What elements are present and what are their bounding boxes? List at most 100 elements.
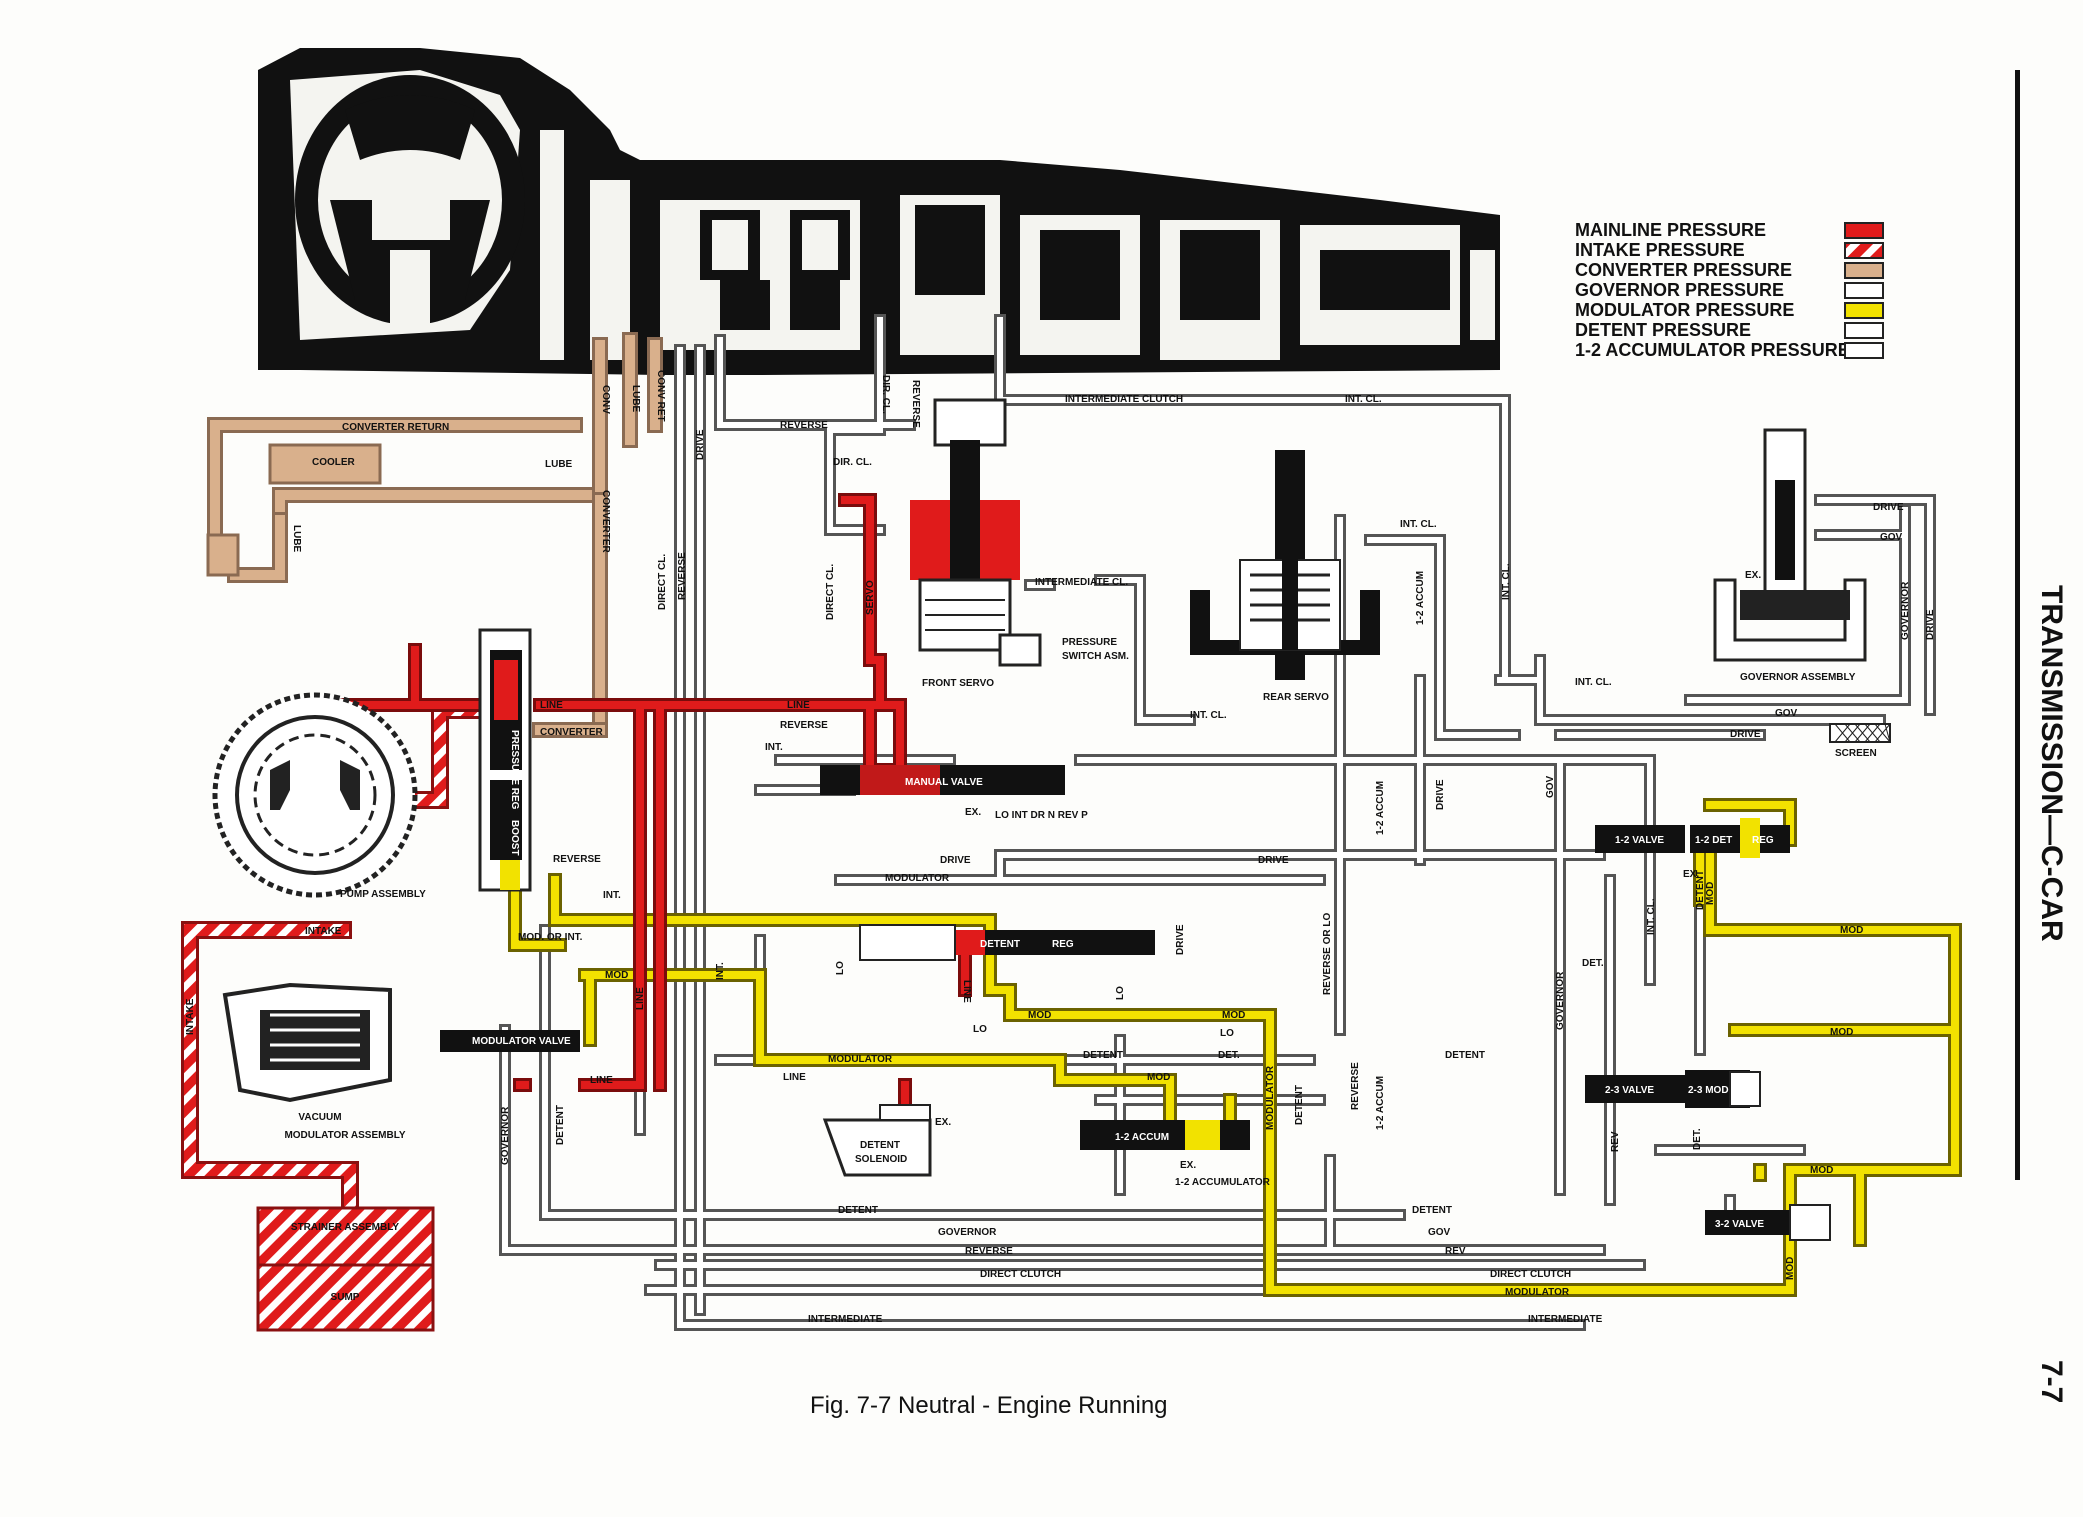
screen [1829, 723, 1891, 743]
dir-cl-vertical-label: DIR. CL. [880, 375, 891, 414]
governor-ex-label: EX. [1745, 570, 1761, 581]
valve-23-label: 2-3 VALVE [1605, 1085, 1654, 1096]
intake-label: INTAKE [305, 926, 342, 937]
valve-32-label: 3-2 VALVE [1715, 1219, 1764, 1230]
side-title: TRANSMISSION—C-CAR [2035, 585, 2068, 942]
lo-label: LO [973, 1024, 987, 1035]
mod-label-3: MOD [1222, 1010, 1245, 1021]
gov-label: GOV [1880, 532, 1903, 543]
intermediate-clutch-label: INTERMEDIATE CLUTCH [1065, 394, 1183, 405]
manual-valve [820, 765, 1065, 795]
detent-solenoid-label-2: SOLENOID [855, 1154, 907, 1165]
line-label-vertical: LINE [961, 980, 972, 1003]
int-cl-2-label: INT. CL. [1400, 519, 1437, 530]
converter-vertical-label: CONVERTER [600, 490, 611, 554]
valve-12-label: 1-2 VALVE [1615, 835, 1664, 846]
int-label-2: INT. [765, 742, 783, 753]
legend-swatch [1844, 302, 1884, 319]
conv-label: CONV [600, 385, 611, 414]
legend-label: MODULATOR PRESSURE [1575, 300, 1794, 320]
drive-label-2: DRIVE [1258, 855, 1289, 866]
accum-12-vertical-2-label: 1-2 ACCUM [1375, 1076, 1386, 1130]
lo-vertical-label: LO [835, 961, 846, 975]
governor-vertical-label: GOVERNOR [500, 1106, 511, 1165]
accum-12-vertical-3-label: 1-2 ACCUM [1415, 571, 1426, 625]
modulator-label-2: MODULATOR [828, 1054, 893, 1065]
detent-vertical-2-label: DETENT [1294, 1085, 1305, 1125]
cooler-label: COOLER [312, 457, 356, 468]
pump-label: PUMP ASSEMBLY [340, 889, 426, 900]
vacuum-modulator-assembly [222, 982, 580, 1103]
transmission-case-cross-section [258, 48, 1500, 375]
drive-gov-label: DRIVE [1873, 502, 1904, 513]
legend-label: DETENT PRESSURE [1575, 320, 1751, 340]
intake-vertical-label: INTAKE [185, 998, 196, 1035]
legend-swatch [1844, 322, 1884, 339]
mod-or-int-label: MOD. OR INT. [518, 932, 583, 943]
boost-label: BOOST [509, 820, 520, 856]
white-pressure-lines [499, 314, 1936, 1331]
governor-assembly-label: GOVERNOR ASSEMBLY [1740, 672, 1856, 683]
mod-vertical-label: MOD [1705, 882, 1716, 905]
reverse-bottom-label: REVERSE [965, 1246, 1013, 1257]
pressure-reg-label: PRESSURE REG [509, 730, 520, 810]
direct-cl-vertical-label: DIRECT CL. [825, 564, 836, 620]
intermediate-2-label: INTERMEDIATE [1528, 1314, 1603, 1325]
legend-swatch [1844, 342, 1884, 359]
manual-valve-label: MANUAL VALVE [905, 777, 983, 788]
valve-32 [1705, 1204, 1831, 1241]
lube-label: LUBE [545, 459, 573, 470]
legend-label: GOVERNOR PRESSURE [1575, 280, 1784, 300]
legend-swatch [1844, 222, 1884, 239]
detent-bottom-2-label: DETENT [1412, 1205, 1452, 1216]
direct-cl-left-label: DIRECT CL. [657, 554, 668, 610]
int-cl-label: INT. CL. [1345, 394, 1382, 405]
servo-vertical-label: SERVO [865, 580, 876, 615]
detent-solenoid-label-1: DETENT [860, 1140, 900, 1151]
lo-label-2: LO [1220, 1028, 1234, 1039]
modulator-valve-label: MODULATOR VALVE [472, 1036, 571, 1047]
governor-vertical-right-label: GOVERNOR [1900, 581, 1911, 640]
mod-label-6: MOD [1830, 1027, 1853, 1038]
strainer-label: STRAINER ASSEMBLY [291, 1222, 399, 1233]
lo-vertical-2-label: LO [1115, 986, 1126, 1000]
int-cl-vertical-2-label: INT. CL. [1646, 898, 1657, 935]
lube-upper-label: LUBE [630, 385, 641, 413]
modulator-vertical-label: MODULATOR [1265, 1065, 1276, 1130]
gov-vertical-label: GOV [1545, 775, 1556, 798]
side-rule [2015, 70, 2020, 1180]
accum-12-label: 1-2 ACCUM [1115, 1132, 1169, 1143]
direct-clutch-label: DIRECT CLUTCH [980, 1269, 1061, 1280]
manual-positions-label: LO INT DR N REV P [995, 810, 1088, 821]
rear-servo [1190, 450, 1380, 680]
reverse-left-label: REVERSE [677, 552, 688, 600]
mod-label-5: MOD [1840, 925, 1863, 936]
accumulator-12 [1080, 1120, 1250, 1150]
detent-label-2: DETENT [1445, 1050, 1485, 1061]
drive-vertical-label: DRIVE [1435, 779, 1446, 810]
reverse-vertical-label: REVERSE [1350, 1062, 1361, 1110]
detent-bottom-label: DETENT [838, 1205, 878, 1216]
line-labels: CONVERTER RETURN LUBE LUBE CONV LUBE CON… [185, 370, 1936, 1325]
rear-servo-label: REAR SERVO [1263, 692, 1329, 703]
legend-swatch [1844, 242, 1884, 259]
det-label: DET. [1582, 958, 1604, 969]
line-label-1: LINE [540, 700, 563, 711]
pump-assembly [212, 692, 418, 898]
reverse-or-lo-label: REVERSE OR LO [1322, 913, 1333, 995]
mod-label-2: MOD [1028, 1010, 1051, 1021]
drive-vertical-right-label: DRIVE [1925, 609, 1936, 640]
front-servo-label: FRONT SERVO [922, 678, 994, 689]
reverse-vertical-top-label: REVERSE [910, 380, 921, 428]
detent-vertical-label: DETENT [1695, 870, 1706, 910]
rev-label: REV [1445, 1246, 1466, 1257]
detent-reg-label: REG [1052, 939, 1074, 950]
valve-23 [1585, 1070, 1761, 1108]
reverse-label: REVERSE [553, 854, 601, 865]
line-label-4: LINE [783, 1072, 806, 1083]
accum-ex-label: EX. [1180, 1160, 1196, 1171]
gov-label-2: GOV [1775, 708, 1798, 719]
legend-label: INTAKE PRESSURE [1575, 240, 1745, 260]
line-label-2: LINE [787, 700, 810, 711]
